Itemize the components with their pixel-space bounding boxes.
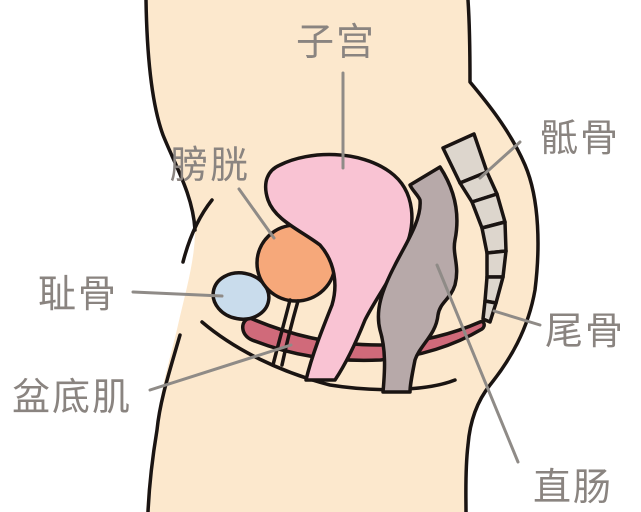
label-coccyx: 尾骨 <box>545 309 625 353</box>
label-bladder: 膀胱 <box>170 143 250 187</box>
rectum-shape <box>376 165 459 394</box>
uterus-shape <box>263 152 414 382</box>
label-pubic-bone: 耻骨 <box>38 272 118 316</box>
label-uterus: 子宫 <box>296 20 376 64</box>
pubic-bone-shape <box>211 271 271 321</box>
label-sacrum: 骶骨 <box>540 116 620 160</box>
pelvic-floor-muscle-shape <box>241 316 486 363</box>
label-rectum: 直肠 <box>533 465 613 509</box>
sacrum-coccyx-shape <box>441 132 508 324</box>
leader-lines <box>131 71 542 464</box>
label-pelvic-floor-muscle: 盆底肌 <box>12 375 132 419</box>
